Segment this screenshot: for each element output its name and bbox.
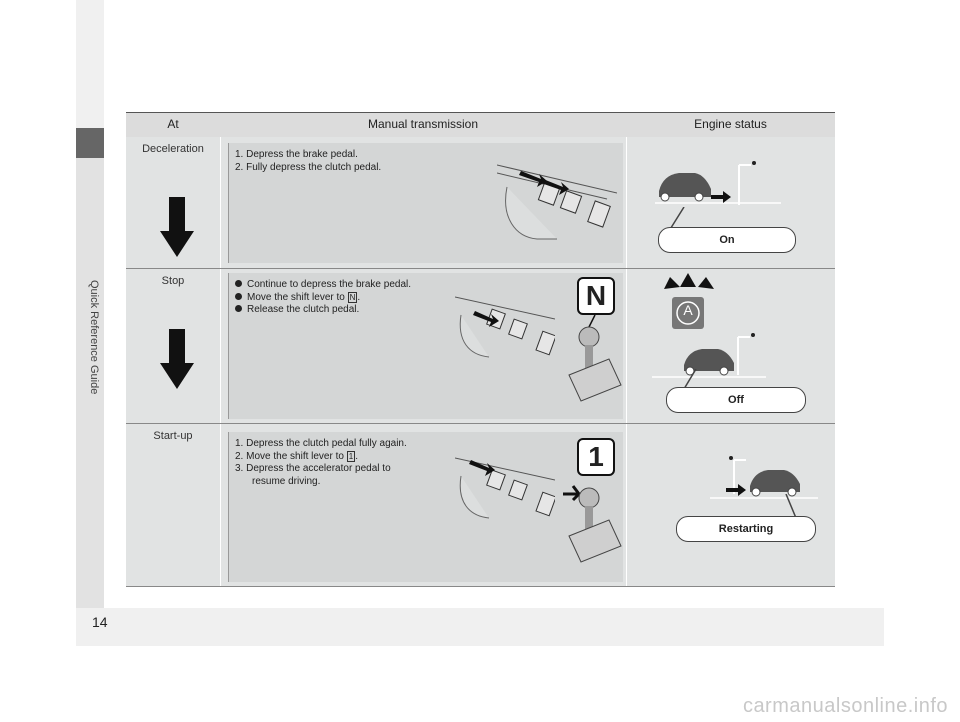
gear-position-label: N	[577, 277, 615, 315]
pedal-icon	[455, 296, 555, 358]
instruction-box: Continue to depress the brake pedal. Mov…	[228, 273, 623, 419]
auto-icon-label: A	[683, 302, 693, 318]
table-row: Stop Continue to depress the brake pedal…	[126, 269, 835, 424]
sidebar-tab	[76, 128, 104, 158]
header-at: At	[167, 117, 179, 131]
car-icon	[655, 161, 781, 205]
down-arrow-icon	[160, 197, 194, 257]
gear-position-label: 1	[577, 438, 615, 476]
header-engine: Engine status	[694, 117, 767, 131]
instruction-box: 1. Depress the brake pedal. 2. Fully dep…	[228, 143, 623, 263]
row-label: Deceleration	[142, 143, 204, 155]
status-badge: Restarting	[676, 516, 816, 542]
row-label: Start-up	[153, 430, 193, 442]
down-arrow-icon	[160, 329, 194, 389]
instruction-text: 1. Depress the brake pedal. 2. Fully dep…	[235, 149, 382, 173]
footer-bar	[76, 608, 884, 646]
header-manual: Manual transmission	[367, 117, 479, 131]
auto-idle-stop-icon	[664, 273, 714, 329]
instruction-box: 1. Depress the clutch pedal fully again.…	[228, 432, 623, 582]
sidebar-strip	[76, 158, 104, 608]
table-header: At Manual transmission Engine status	[126, 112, 835, 138]
table-row: Start-up 1. Depress the clutch pedal ful…	[126, 424, 835, 587]
instruction-text: Continue to depress the brake pedal. Mov…	[235, 279, 411, 317]
pedal-icon	[497, 164, 617, 240]
status-badge: On	[658, 227, 796, 253]
car-icon	[710, 456, 818, 499]
status-badge: Off	[666, 387, 806, 413]
instruction-text: 1. Depress the clutch pedal fully again.…	[235, 438, 407, 487]
sidebar-label: Quick Reference Guide	[88, 280, 100, 395]
shift-lever-icon	[568, 315, 622, 402]
pedal-icon	[455, 457, 555, 519]
shift-lever-icon	[563, 485, 622, 563]
table-row: Deceleration 1. Depress the brake pedal.…	[126, 137, 835, 269]
page-number: 14	[92, 614, 108, 630]
watermark: carmanualsonline.info	[742, 695, 948, 717]
row-label: Stop	[161, 275, 185, 287]
procedure-table: At Manual transmission Engine status Dec…	[126, 112, 835, 587]
